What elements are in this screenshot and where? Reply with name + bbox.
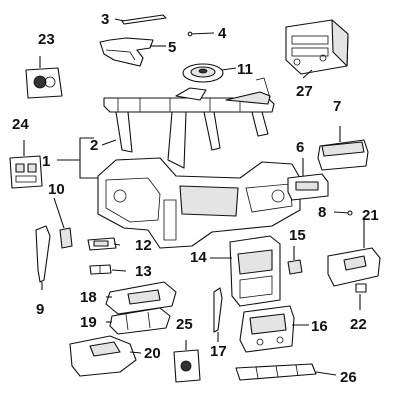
- part-6-bracket: [287, 173, 329, 201]
- callout-6: 6: [296, 139, 304, 156]
- callout-3: 3: [101, 11, 109, 28]
- callout-10: 10: [48, 181, 65, 198]
- callout-23: 23: [38, 31, 55, 48]
- callout-22: 22: [350, 316, 367, 333]
- part-18-lower-bezel: [105, 281, 177, 315]
- part-12-switch: [87, 237, 117, 251]
- part-19-knee-panel: [109, 307, 171, 335]
- part-7-storage-bin: [317, 139, 369, 171]
- callout-7: 7: [333, 98, 341, 115]
- part-11-speaker: [182, 63, 224, 83]
- callout-1: 1: [42, 153, 50, 170]
- part-1-instrument-panel: [97, 157, 301, 249]
- callout-27: 27: [296, 83, 313, 100]
- callout-24: 24: [12, 116, 29, 133]
- part-23-switch-bezel: [25, 67, 63, 99]
- callout-4: 4: [218, 25, 227, 42]
- part-17-bracket-rod: [213, 287, 223, 333]
- part-21-glovebox-door: [327, 247, 381, 287]
- part-16-hvac-module: [239, 305, 295, 353]
- part-22-clip: [355, 283, 367, 293]
- callout-17: 17: [210, 343, 227, 360]
- part-8-screw: [333, 210, 353, 216]
- callout-11: 11: [237, 61, 253, 78]
- part-14-center-bezel: [229, 235, 281, 307]
- part-4-pin: [187, 31, 215, 37]
- part-26-trim-strip: [235, 363, 317, 381]
- part-25-switch-block: [173, 349, 201, 383]
- callout-19: 19: [80, 314, 97, 331]
- callout-16: 16: [311, 318, 328, 335]
- leader-lines: [23, 18, 365, 376]
- callout-5: 5: [168, 39, 176, 56]
- callout-12: 12: [135, 237, 152, 254]
- callout-25: 25: [176, 316, 193, 333]
- part-10-end-cap: [59, 227, 73, 249]
- part-24-headlamp-switch: [9, 155, 43, 189]
- part-20-column-cover: [69, 335, 137, 377]
- callout-labels: 3 4 5 23 11 27 7 24 2 6 1 10 8 21 15 12 …: [12, 11, 379, 386]
- callout-9: 9: [36, 301, 44, 318]
- callout-2: 2: [90, 137, 98, 154]
- part-3-trim-strip: [121, 14, 167, 25]
- part-9-pillar-trim: [35, 225, 51, 283]
- callout-13: 13: [135, 263, 152, 280]
- callout-8: 8: [318, 204, 326, 221]
- callout-20: 20: [144, 345, 161, 362]
- part-5-cluster-hood: [99, 37, 154, 67]
- part-27-radio-unit: [285, 19, 349, 75]
- part-13-switch-pair: [89, 264, 112, 275]
- callout-14: 14: [190, 249, 207, 266]
- callout-18: 18: [80, 289, 97, 306]
- callout-15: 15: [289, 227, 306, 244]
- callout-26: 26: [340, 369, 357, 386]
- part-15-cover: [287, 259, 303, 275]
- callout-21: 21: [362, 207, 379, 224]
- part-2-cross-car-beam: [103, 77, 275, 169]
